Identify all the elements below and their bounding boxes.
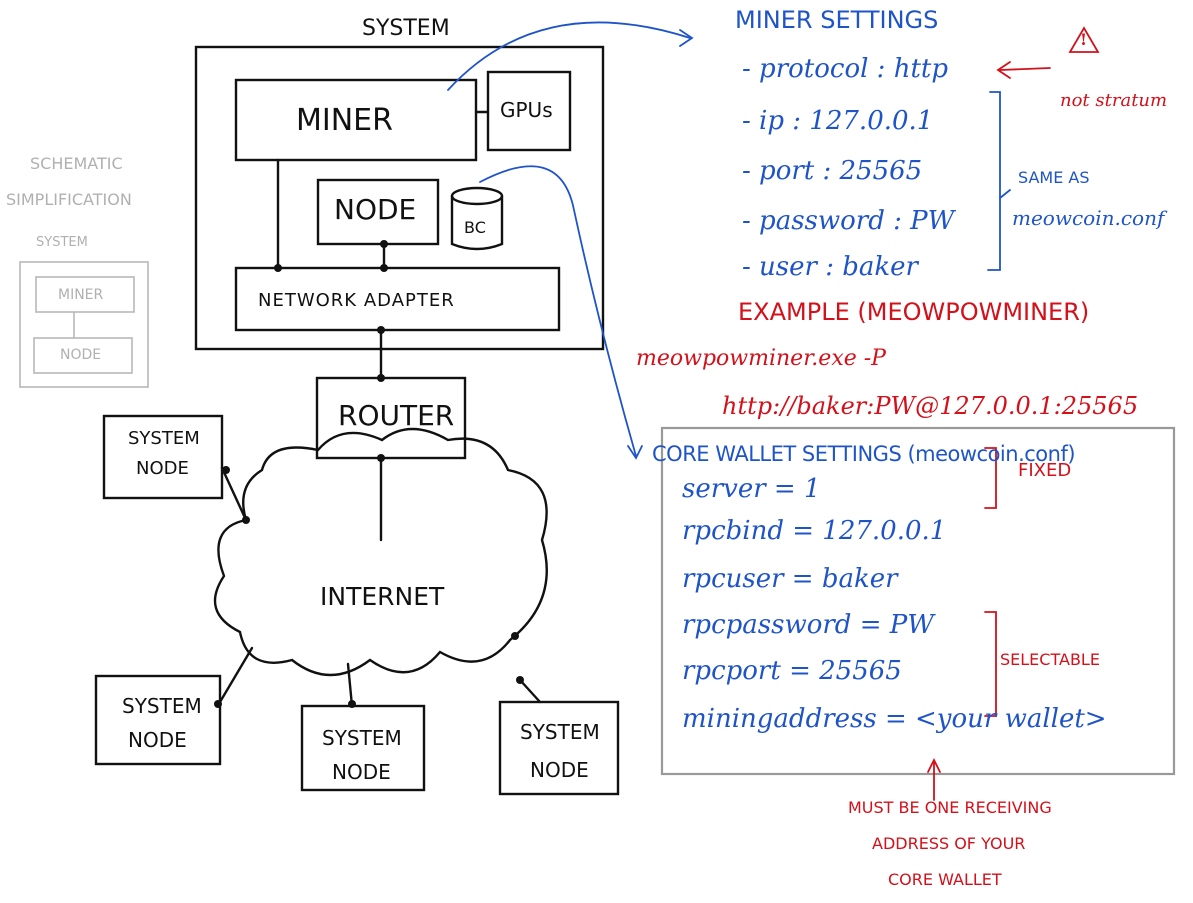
- same-as-tick: [999, 189, 1011, 199]
- network-adapter-box: [234, 266, 561, 332]
- bc-cylinder: [450, 194, 504, 251]
- schematic-miner-box: [35, 276, 135, 313]
- peer-node-1-line2: NODE: [136, 458, 189, 479]
- router-box: [315, 376, 467, 460]
- peer-node-2-line2: NODE: [128, 728, 187, 752]
- wallet-note-line1: MUST BE ONE RECEIVING: [848, 798, 1052, 817]
- peer-node-box-2: [94, 674, 222, 766]
- node-to-wallet-arrowhead: [627, 445, 643, 460]
- peer-node-3-line1: SYSTEM: [322, 726, 402, 750]
- schematic-system-box: [19, 261, 149, 388]
- miner-label: MINER: [296, 103, 393, 138]
- peer-node-box-3: [300, 704, 426, 792]
- same-as-bracket: [987, 91, 1001, 271]
- system-title: SYSTEM: [362, 16, 450, 41]
- peer-link-3: [346, 662, 354, 708]
- wallet-line-rpcuser: rpcuser = baker: [682, 564, 898, 594]
- wallet-note-line2: ADDRESS OF YOUR: [872, 834, 1026, 853]
- peer-link-4: [518, 678, 542, 704]
- schematic-node-box: [33, 337, 133, 374]
- miner-to-settings-arrowhead: [679, 29, 694, 47]
- miner-setting-ip: - ip : 127.0.0.1: [742, 106, 934, 136]
- junction-dots: [214, 240, 524, 708]
- wallet-line-rpcport: rpcport = 25565: [682, 656, 902, 686]
- miner-box: [234, 78, 478, 162]
- miner-settings-title: MINER SETTINGS: [735, 6, 939, 34]
- same-as-label: SAME AS: [1018, 168, 1090, 187]
- wallet-note-line3: CORE WALLET: [888, 870, 1002, 889]
- peer-link-1: [220, 466, 248, 522]
- core-wallet-box: [660, 426, 1176, 776]
- peer-node-1-line1: SYSTEM: [128, 428, 200, 449]
- example-command: meowpowminer.exe -P: [636, 346, 886, 371]
- peer-node-2-line1: SYSTEM: [122, 694, 202, 718]
- schematic-miner-label: MINER: [58, 287, 104, 303]
- fixed-label: FIXED: [1018, 460, 1072, 481]
- miner-to-settings-arrow: [447, 21, 691, 91]
- schematic-system-label: SYSTEM: [36, 235, 88, 250]
- bc-cylinder-top: [450, 186, 504, 206]
- example-url: http://baker:PW@127.0.0.1:25565: [722, 392, 1139, 420]
- selectable-label: SELECTABLE: [1000, 650, 1100, 669]
- warning-exclamation: !: [1080, 30, 1088, 49]
- node-label: NODE: [334, 193, 417, 226]
- gpus-label: GPUs: [500, 98, 553, 122]
- schematic-simplification-drawing: [19, 261, 149, 388]
- node-box: [316, 178, 440, 246]
- bc-label: BC: [464, 218, 486, 237]
- wallet-line-rpcbind: rpcbind = 127.0.0.1: [682, 516, 947, 546]
- example-title: EXAMPLE (MEOWPOWMINER): [738, 298, 1090, 326]
- wallet-line-rpcpassword: rpcpassword = PW: [682, 610, 934, 640]
- warning-arrow: [999, 67, 1051, 71]
- core-wallet-title: CORE WALLET SETTINGS (meowcoin.conf): [652, 442, 1076, 466]
- miner-setting-user: - user : baker: [742, 252, 918, 282]
- network-adapter-label: NETWORK ADAPTER: [258, 290, 455, 311]
- node-to-wallet-arrow: [479, 165, 637, 457]
- warning-arrowhead: [996, 61, 1011, 79]
- peer-link-2: [218, 646, 254, 704]
- wallet-line-miningaddress: miningaddress = <your wallet>: [682, 704, 1107, 734]
- peer-node-4-line1: SYSTEM: [520, 720, 600, 744]
- miner-setting-port: - port : 25565: [742, 156, 923, 186]
- router-label: ROUTER: [338, 399, 455, 432]
- internet-cloud: [213, 427, 548, 677]
- schematic-node-label: NODE: [60, 347, 102, 363]
- schematic-title-line2: SIMPLIFICATION: [6, 190, 132, 209]
- same-as-file: meowcoin.conf: [1012, 206, 1165, 230]
- miner-setting-protocol: - protocol : http: [742, 54, 948, 84]
- wallet-line-server: server = 1: [682, 474, 821, 504]
- warning-triangle-icon: [1068, 26, 1100, 53]
- fixed-bracket: [984, 447, 997, 509]
- not-stratum-note: not stratum: [1060, 90, 1168, 111]
- internet-label: INTERNET: [320, 582, 445, 611]
- peer-node-3-line2: NODE: [332, 760, 391, 784]
- note-arrowhead: [927, 757, 941, 773]
- peer-node-4-line2: NODE: [530, 758, 589, 782]
- miner-setting-password: - password : PW: [742, 206, 955, 236]
- peer-node-box-1: [102, 414, 224, 500]
- system-box: [194, 45, 605, 351]
- selectable-bracket: [984, 611, 997, 717]
- schematic-title-line1: SCHEMATIC: [30, 154, 123, 173]
- peer-node-box-4: [498, 700, 620, 796]
